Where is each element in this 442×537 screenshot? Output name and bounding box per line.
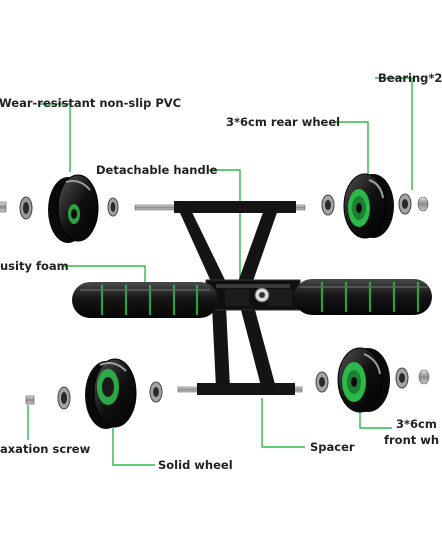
handle-frame: [134, 201, 306, 395]
label-spacer: Spacer: [310, 440, 355, 454]
bearing-ring-icon: [398, 193, 412, 215]
leader-rear-wheel: [333, 121, 369, 178]
frame-arm-right-bottom: [240, 306, 276, 390]
label-front-wheel-line2: front wh: [384, 433, 440, 447]
hex-bolt-icon: [25, 395, 35, 405]
wheel-icon: [48, 174, 99, 243]
label-screw: axation screw: [0, 442, 91, 456]
label-front-wheel-line1: 3*6cm: [396, 417, 437, 431]
leader-front-wheel: [359, 412, 392, 429]
leader-spacer: [261, 398, 305, 448]
frame-arm-right-top: [238, 204, 280, 284]
label-handle: Detachable handle: [96, 163, 218, 177]
frame-arm-left-top: [176, 204, 226, 284]
foam-grip-bar: [72, 279, 432, 318]
wheel-icon: [343, 173, 394, 239]
label-solid-wheel: Solid wheel: [158, 458, 233, 472]
label-bearing: Bearing*2: [378, 71, 442, 85]
lower-right-wheel-assembly: [315, 347, 430, 413]
label-foam: usity foam: [0, 259, 69, 273]
leader-bearing: [375, 77, 413, 190]
label-rear-wheel: 3*6cm rear wheel: [226, 115, 341, 129]
diagram-canvas: [0, 77, 432, 466]
leader-foam: [62, 265, 146, 285]
hex-bolt-icon: [0, 201, 7, 213]
frame-arm-left-bottom: [212, 306, 230, 388]
hex-bolt-icon: [418, 369, 430, 385]
bearing-ring-icon: [107, 197, 119, 217]
leader-handle: [208, 169, 241, 286]
bearing-ring-icon: [149, 381, 163, 403]
leader-pvc: [38, 103, 71, 172]
wheel-icon: [337, 347, 390, 413]
leader-solid-wheel: [112, 420, 155, 466]
upper-left-wheel-assembly: [0, 174, 119, 243]
bearing-ring-icon: [315, 371, 329, 393]
leader-lines: [27, 77, 413, 466]
bearing-ring-icon: [321, 194, 335, 216]
wheel-icon: [85, 358, 137, 429]
foam-right: [294, 279, 432, 315]
hex-bolt-icon: [417, 196, 429, 212]
label-pvc: Wear-resistant non-slip PVC: [0, 96, 182, 110]
bearing-ring-icon: [395, 367, 409, 389]
exploded-diagram: Wear-resistant non-slip PVC Bearing*2 3*…: [0, 71, 442, 472]
lower-left-wheel-assembly: [25, 358, 163, 429]
bearing-ring-icon: [57, 386, 71, 410]
bearing-ring-icon: [19, 196, 33, 220]
upper-right-wheel-assembly: [321, 173, 429, 239]
